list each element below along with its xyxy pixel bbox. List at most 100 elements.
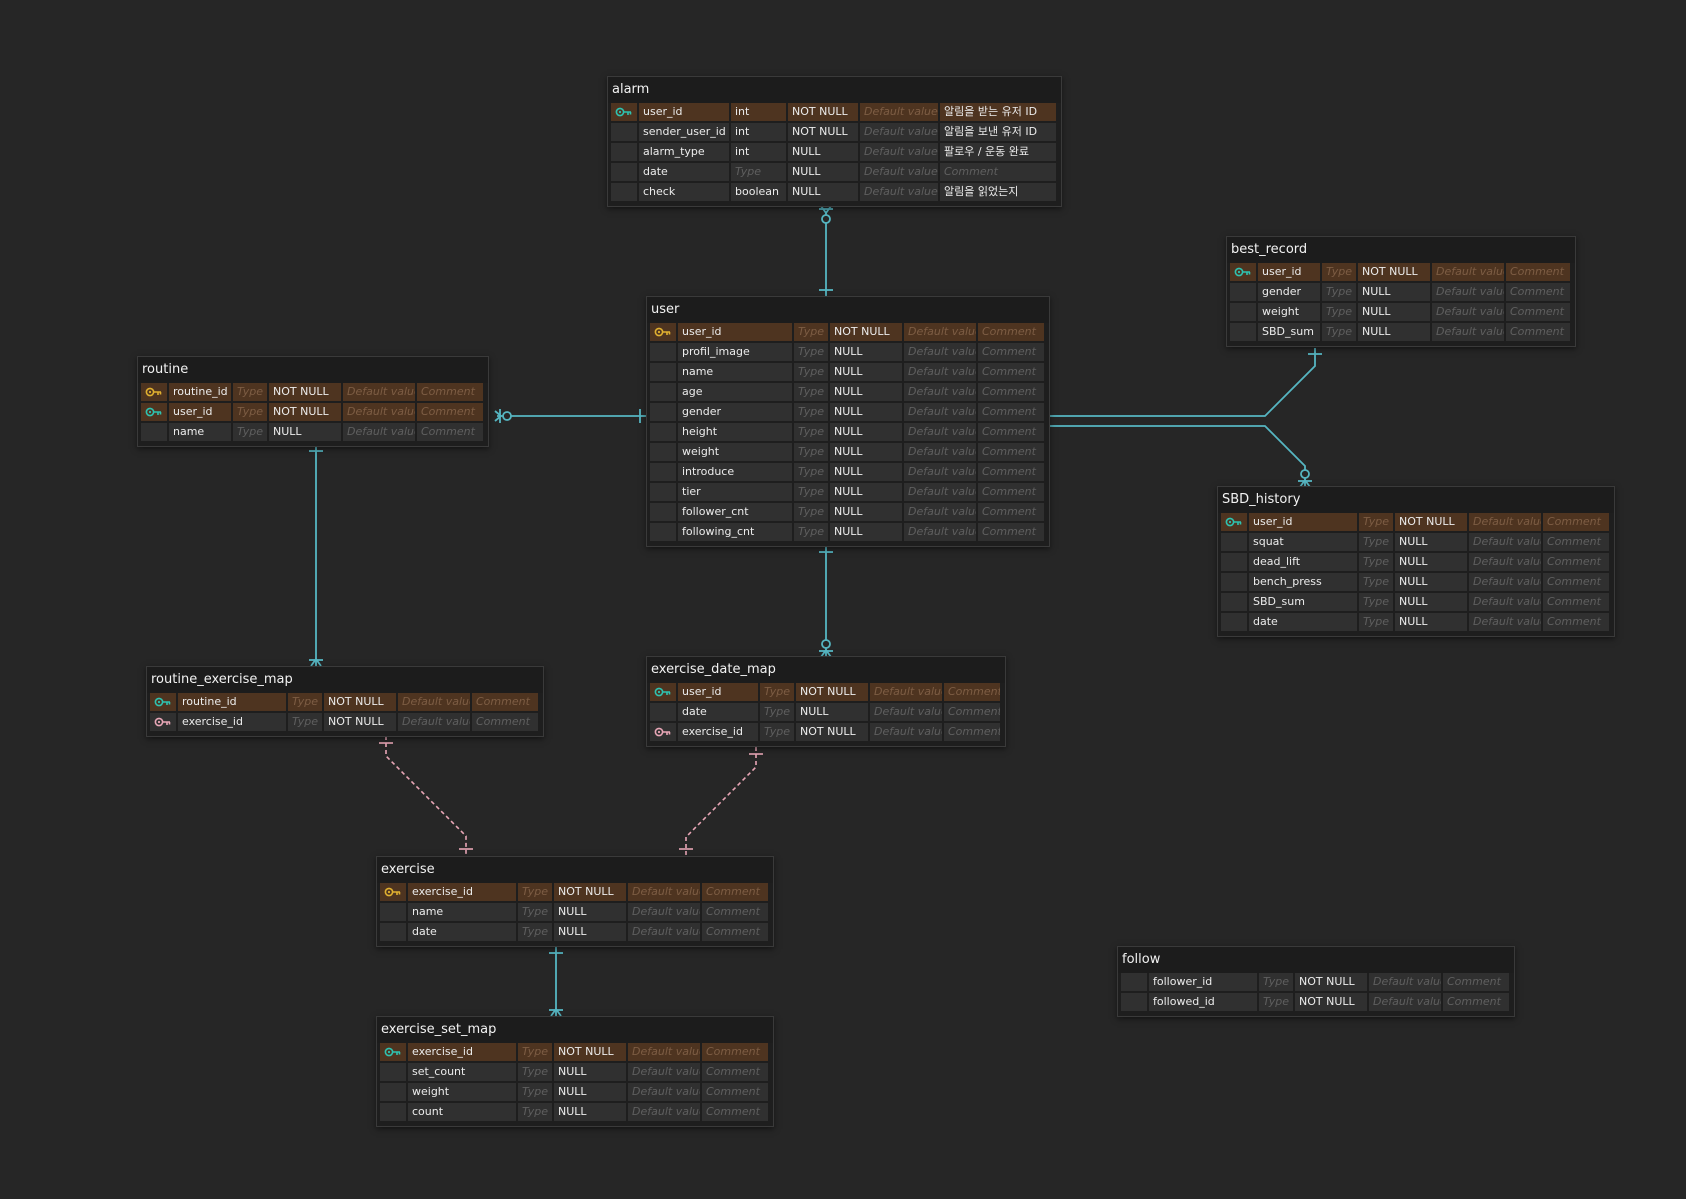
key-slot[interactable] (380, 1083, 406, 1101)
column-comment[interactable]: Comment (1506, 303, 1570, 321)
column-default[interactable]: Default value (343, 383, 415, 401)
column-name[interactable]: exercise_id (408, 1043, 516, 1061)
key-slot[interactable] (650, 443, 676, 461)
column-default[interactable]: Default value (628, 1063, 700, 1081)
column-nullability[interactable]: NULL (1358, 283, 1430, 301)
column-nullability[interactable]: NULL (1395, 573, 1467, 591)
column-default[interactable]: Default value (860, 183, 938, 201)
relation-routine-routine-exercise-map[interactable] (309, 444, 323, 667)
column-comment[interactable]: Comment (978, 403, 1044, 421)
column-nullability[interactable]: NOT NULL (1395, 513, 1467, 531)
column-nullability[interactable]: NOT NULL (269, 383, 341, 401)
column-nullability[interactable]: NULL (830, 363, 902, 381)
column-comment[interactable]: Comment (978, 363, 1044, 381)
column-name[interactable]: user_id (639, 103, 729, 121)
column-name[interactable]: routine_id (169, 383, 231, 401)
column-name[interactable]: height (678, 423, 792, 441)
column-type[interactable]: Type (1322, 323, 1356, 341)
column-name[interactable]: bench_press (1249, 573, 1357, 591)
column-type[interactable]: Type (794, 523, 828, 541)
table-title[interactable]: follow (1118, 947, 1514, 973)
column-comment[interactable]: Comment (944, 703, 1000, 721)
column-default[interactable]: Default value (398, 713, 470, 731)
key-slot[interactable] (611, 123, 637, 141)
relation-user-exercise-date-map[interactable] (819, 546, 833, 658)
column-name[interactable]: gender (1258, 283, 1320, 301)
column-default[interactable]: Default value (860, 103, 938, 121)
column-nullability[interactable]: NULL (269, 423, 341, 441)
column-name[interactable]: profil_image (678, 343, 792, 361)
column-comment[interactable]: Comment (978, 463, 1044, 481)
column-comment[interactable]: Comment (702, 1103, 768, 1121)
column-nullability[interactable]: NULL (830, 523, 902, 541)
column-default[interactable]: Default value (1469, 593, 1541, 611)
column-nullability[interactable]: NULL (830, 503, 902, 521)
column-comment[interactable]: Comment (417, 403, 483, 421)
column-comment[interactable]: Comment (702, 1043, 768, 1061)
column-name[interactable]: name (678, 363, 792, 381)
key-slot[interactable] (1221, 613, 1247, 631)
column-default[interactable]: Default value (1369, 973, 1441, 991)
column-type[interactable]: Type (518, 923, 552, 941)
column-type[interactable]: Type (288, 693, 322, 711)
column-comment[interactable]: Comment (702, 903, 768, 921)
column-comment[interactable]: Comment (1443, 973, 1509, 991)
column-name[interactable]: date (639, 163, 729, 181)
column-type[interactable]: Type (233, 403, 267, 421)
column-default[interactable]: Default value (628, 903, 700, 921)
column-type[interactable]: Type (233, 423, 267, 441)
key-slot[interactable] (1121, 973, 1147, 991)
column-comment[interactable]: Comment (1543, 613, 1609, 631)
column-comment[interactable]: Comment (978, 343, 1044, 361)
column-comment[interactable]: Comment (1543, 573, 1609, 591)
key-slot[interactable] (1230, 283, 1256, 301)
column-default[interactable]: Default value (343, 403, 415, 421)
key-slot[interactable] (611, 143, 637, 161)
column-default[interactable]: Default value (628, 1083, 700, 1101)
column-nullability[interactable]: NULL (830, 343, 902, 361)
column-default[interactable]: Default value (1469, 513, 1541, 531)
column-type[interactable]: Type (1259, 993, 1293, 1011)
column-default[interactable]: Default value (870, 723, 942, 741)
column-name[interactable]: name (408, 903, 516, 921)
column-comment[interactable]: Comment (1506, 263, 1570, 281)
column-default[interactable]: Default value (628, 1043, 700, 1061)
column-comment[interactable]: 알림을 받는 유저 ID (940, 103, 1056, 121)
column-nullability[interactable]: NULL (830, 383, 902, 401)
column-name[interactable]: user_id (1249, 513, 1357, 531)
column-comment[interactable]: Comment (978, 483, 1044, 501)
column-name[interactable]: user_id (678, 323, 792, 341)
column-name[interactable]: dead_lift (1249, 553, 1357, 571)
column-type[interactable]: Type (518, 883, 552, 901)
column-name[interactable]: squat (1249, 533, 1357, 551)
key-slot[interactable] (380, 1103, 406, 1121)
column-comment[interactable]: Comment (978, 443, 1044, 461)
column-default[interactable]: Default value (343, 423, 415, 441)
column-comment[interactable]: Comment (1543, 553, 1609, 571)
key-slot[interactable] (650, 363, 676, 381)
column-type[interactable]: Type (794, 343, 828, 361)
column-default[interactable]: Default value (1469, 613, 1541, 631)
column-default[interactable]: Default value (1432, 263, 1504, 281)
table-title[interactable]: SBD_history (1218, 487, 1614, 513)
column-nullability[interactable]: NOT NULL (324, 693, 396, 711)
table-title[interactable]: routine_exercise_map (147, 667, 543, 693)
key-slot[interactable] (611, 183, 637, 201)
